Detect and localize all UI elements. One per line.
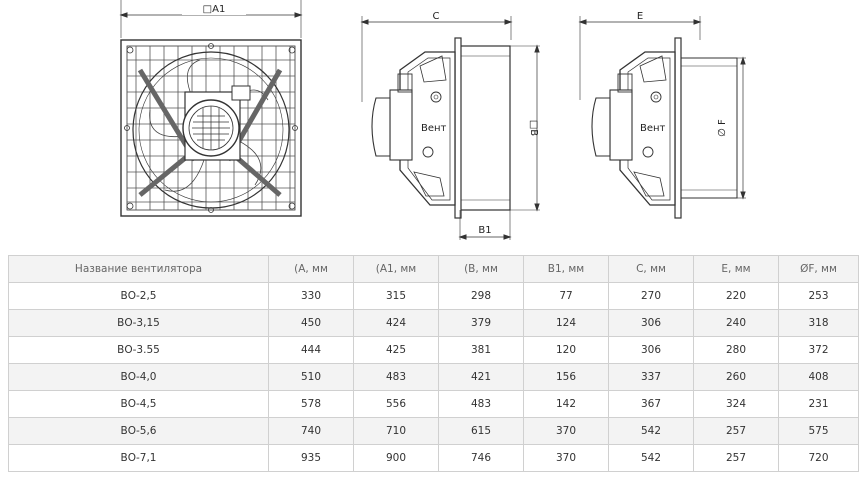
col-header-b: (В, мм: [438, 255, 524, 283]
table-cell: 77: [523, 282, 609, 310]
table-cell: 424: [353, 309, 439, 337]
table-cell: 381: [438, 336, 524, 364]
table-cell: 370: [523, 444, 609, 472]
dim-b-label: □B: [528, 120, 539, 136]
col-header-e: Е, мм: [693, 255, 779, 283]
table-cell: 483: [438, 390, 524, 418]
table-cell: 240: [693, 309, 779, 337]
table-row: ВО-2,5 330 315 298 77 270 220 253: [8, 282, 859, 310]
table-cell: 425: [353, 336, 439, 364]
table-cell: 260: [693, 363, 779, 391]
col-header-b1: В1, мм: [523, 255, 609, 283]
table-cell: 124: [523, 309, 609, 337]
table-cell: 900: [353, 444, 439, 472]
table-cell: ВО-3,15: [8, 309, 269, 337]
table-cell: 257: [693, 417, 779, 445]
table-cell: 710: [353, 417, 439, 445]
table-cell: 337: [608, 363, 694, 391]
col-header-name: Название вентилятора: [8, 255, 269, 283]
table-cell: 444: [268, 336, 354, 364]
table-cell: 575: [778, 417, 859, 445]
table-cell: 720: [778, 444, 859, 472]
table-cell: 556: [353, 390, 439, 418]
table-cell: 253: [778, 282, 859, 310]
table-cell: ВО-2,5: [8, 282, 269, 310]
table-cell: ВО-4,5: [8, 390, 269, 418]
table-cell: 220: [693, 282, 779, 310]
table-cell: ВО-7,1: [8, 444, 269, 472]
table-cell: 421: [438, 363, 524, 391]
fan-spec-table: Название вентилятора (А, мм (А1, мм (В, …: [8, 255, 859, 472]
table-row: ВО-3,15 450 424 379 124 306 240 318: [8, 309, 859, 337]
table-cell: 324: [693, 390, 779, 418]
table-cell: 231: [778, 390, 859, 418]
table-cell: 156: [523, 363, 609, 391]
side-view-c: C Вент □B B1: [360, 11, 540, 240]
side-view-e: E Вент ∅ F: [578, 11, 746, 219]
table-cell: ВО-5,6: [8, 417, 269, 445]
table-cell: 306: [608, 336, 694, 364]
table-cell: 120: [523, 336, 609, 364]
front-view: □A1: [119, 0, 303, 217]
table-header-row: Название вентилятора (А, мм (А1, мм (В, …: [8, 255, 859, 283]
table-row: ВО-5,6 740 710 615 370 542 257 575: [8, 417, 859, 445]
dim-e-label: E: [637, 11, 643, 22]
table-cell: 542: [608, 417, 694, 445]
col-header-c: С, мм: [608, 255, 694, 283]
dim-f-label: ∅ F: [717, 119, 728, 137]
table-cell: 542: [608, 444, 694, 472]
table-cell: 615: [438, 417, 524, 445]
brand-label-2: Вент: [640, 123, 666, 134]
table-cell: 298: [438, 282, 524, 310]
table-cell: 483: [353, 363, 439, 391]
table-cell: 257: [693, 444, 779, 472]
table-cell: 372: [778, 336, 859, 364]
table-cell: 450: [268, 309, 354, 337]
table-cell: 408: [778, 363, 859, 391]
table-row: ВО-7,1 935 900 746 370 542 257 720: [8, 444, 859, 472]
table-cell: 318: [778, 309, 859, 337]
table-cell: 370: [523, 417, 609, 445]
table-cell: 379: [438, 309, 524, 337]
table-cell: 510: [268, 363, 354, 391]
table-row: ВО-4,0 510 483 421 156 337 260 408: [8, 363, 859, 391]
table-cell: 306: [608, 309, 694, 337]
col-header-a1: (А1, мм: [353, 255, 439, 283]
brand-label: Вент: [421, 123, 447, 134]
table-cell: 746: [438, 444, 524, 472]
table-cell: 280: [693, 336, 779, 364]
table-row: ВО-3.55 444 425 381 120 306 280 372: [8, 336, 859, 364]
table-cell: 330: [268, 282, 354, 310]
technical-drawing: □A1: [119, 0, 746, 240]
table-cell: ВО-4,0: [8, 363, 269, 391]
col-header-a: (А, мм: [268, 255, 354, 283]
dim-a1-label: □A1: [203, 4, 226, 15]
table-cell: 315: [353, 282, 439, 310]
table-cell: 142: [523, 390, 609, 418]
table-cell: 270: [608, 282, 694, 310]
table-row: ВО-4,5 578 556 483 142 367 324 231: [8, 390, 859, 418]
table-cell: 935: [268, 444, 354, 472]
table-cell: ВО-3.55: [8, 336, 269, 364]
table-cell: 367: [608, 390, 694, 418]
table-cell: 740: [268, 417, 354, 445]
dim-b1-label: B1: [478, 225, 491, 236]
col-header-f: ØF, мм: [778, 255, 859, 283]
dim-c-label: C: [433, 11, 440, 22]
table-cell: 578: [268, 390, 354, 418]
